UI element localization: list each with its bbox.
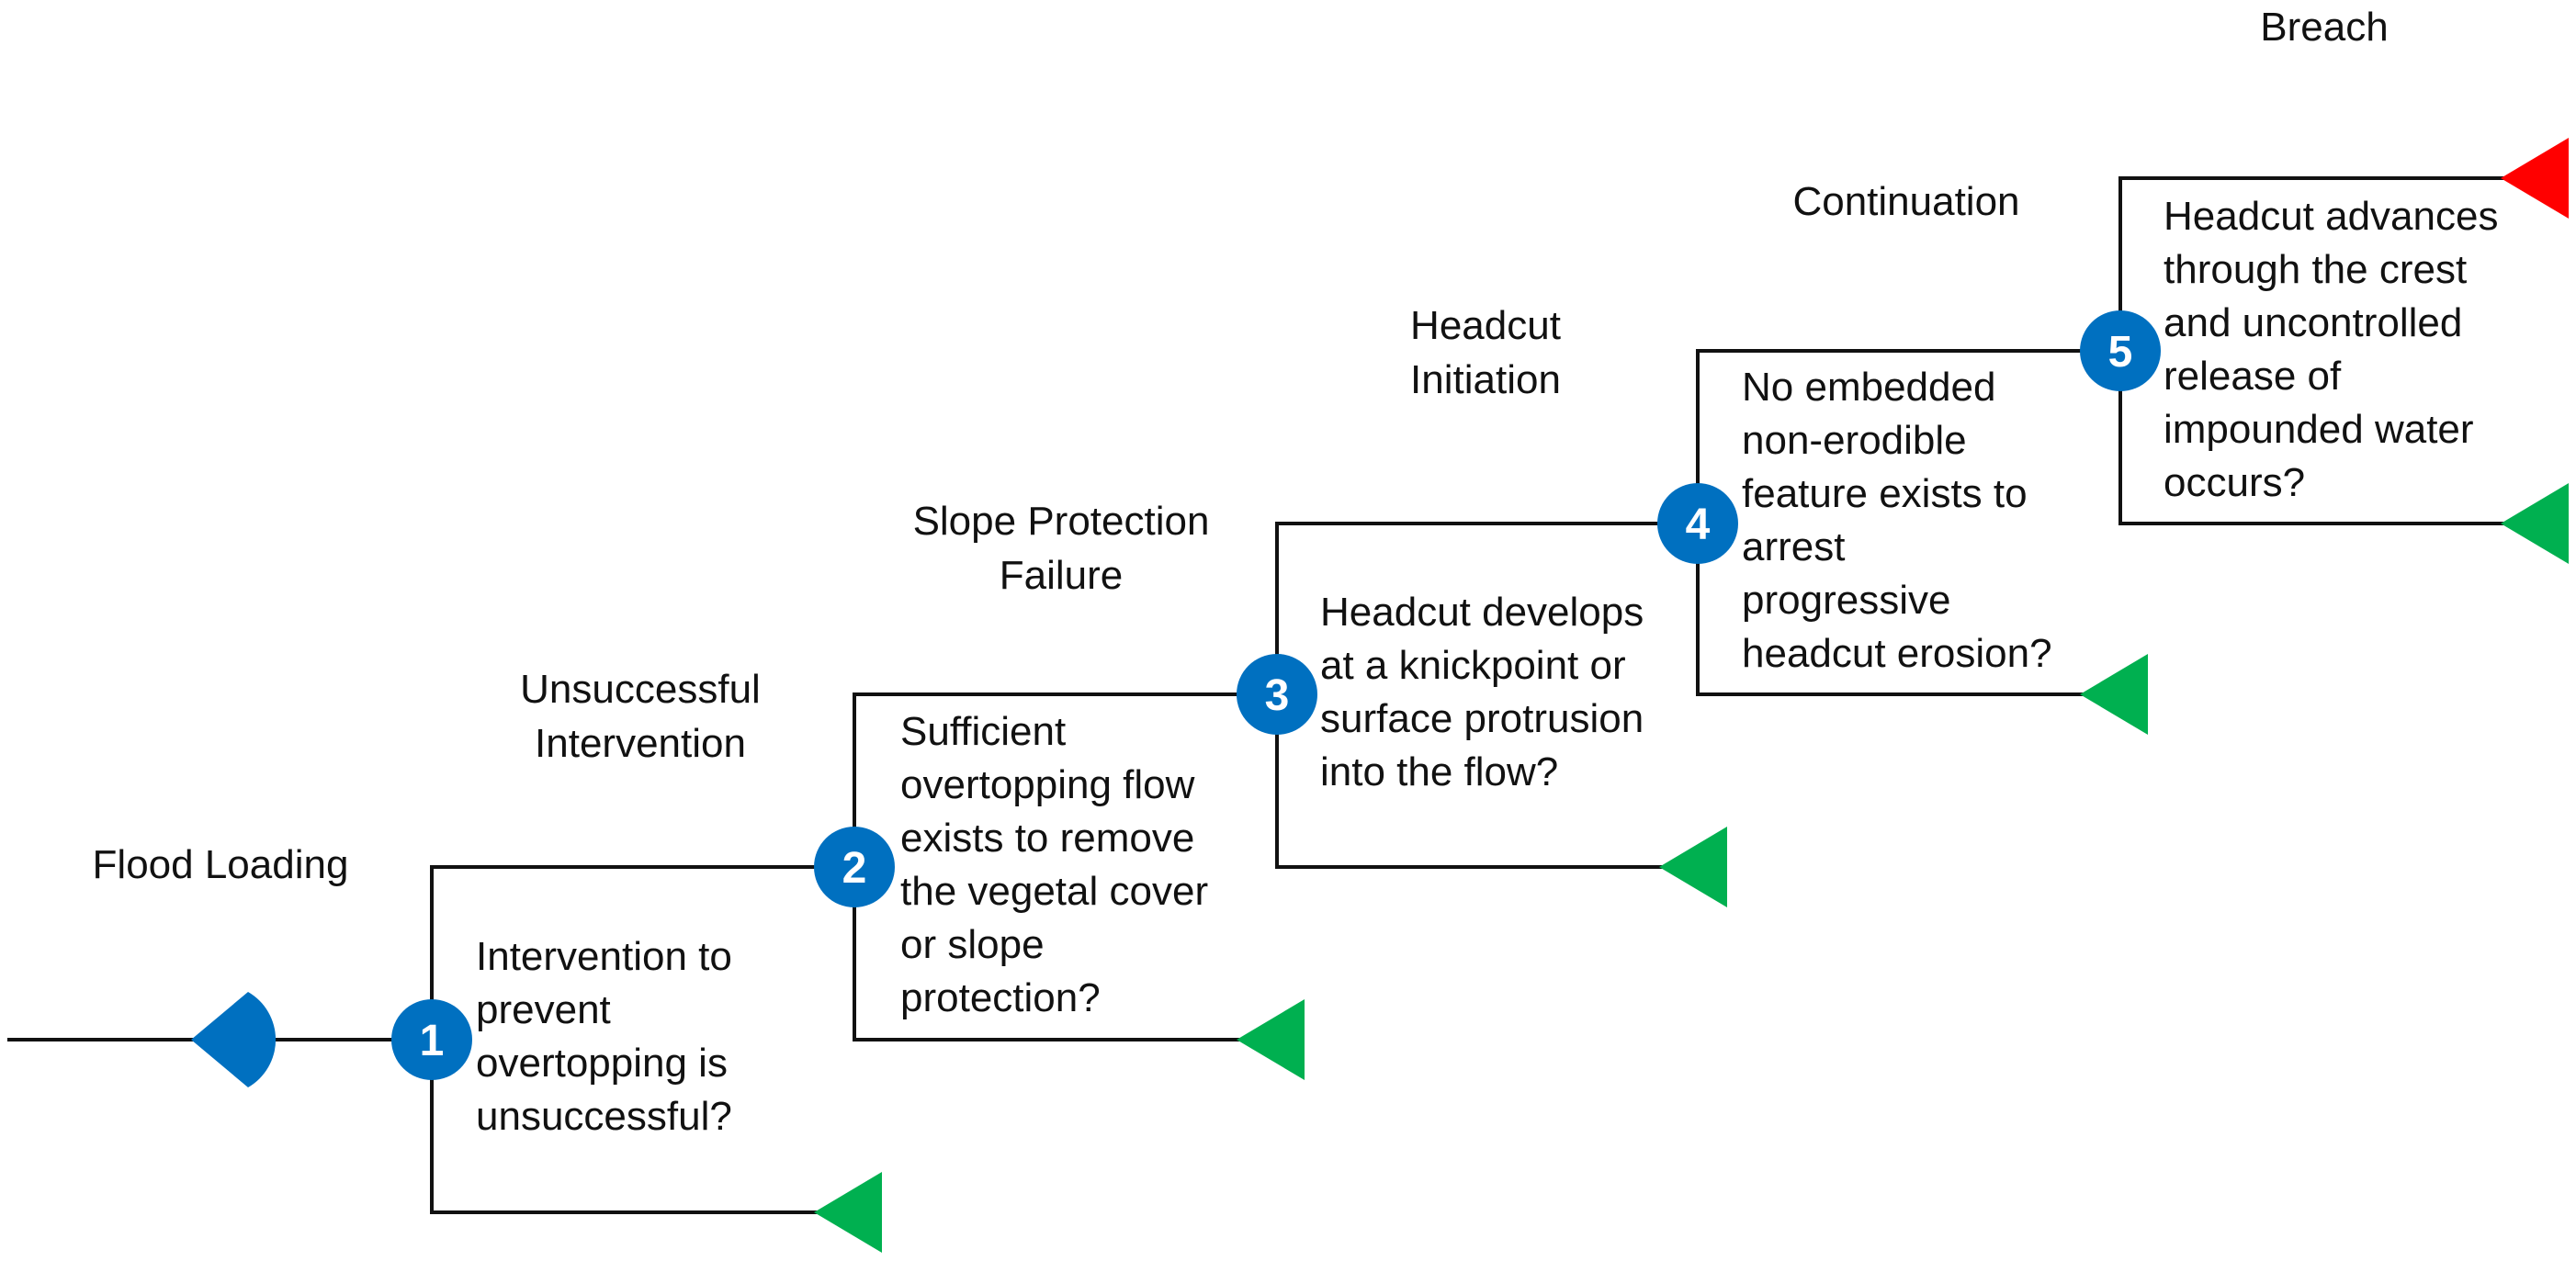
node-1-number: 1 — [420, 1017, 445, 1065]
success-end-icon-1 — [814, 1172, 882, 1253]
node-4-number: 4 — [1686, 501, 1711, 549]
success-end-icon-5 — [2501, 483, 2569, 564]
node-2-marker: 2 — [814, 827, 895, 907]
success-end-icon-2 — [1237, 999, 1305, 1080]
node-4-marker: 4 — [1657, 483, 1738, 564]
branch-2-up — [853, 692, 1277, 867]
branch-1-down — [430, 1040, 827, 1214]
node-5-number: 5 — [2108, 328, 2133, 377]
success-end-icon-3 — [1659, 827, 1727, 907]
node-2-number: 2 — [842, 844, 867, 893]
branch-2-down — [853, 867, 1249, 1041]
branch-3-up — [1275, 522, 1698, 694]
branch-4-down — [1696, 524, 2093, 696]
branch-5-down — [2118, 351, 2517, 525]
stage-label-continuation: Continuation — [1792, 179, 2020, 224]
initiating-event-icon — [191, 992, 277, 1087]
node-3-number: 3 — [1265, 671, 1290, 720]
node-3-marker: 3 — [1237, 654, 1317, 735]
success-end-icon-4 — [2080, 654, 2148, 735]
stage-label-flood-loading: Flood Loading — [92, 842, 349, 887]
branch-5-up — [2118, 176, 2517, 351]
stage-label-breach: Breach — [2260, 5, 2389, 50]
failure-end-icon-5 — [2501, 138, 2569, 219]
node-5-marker: 5 — [2080, 310, 2161, 391]
branch-3-down — [1275, 694, 1672, 869]
node-1-marker: 1 — [391, 999, 472, 1080]
branch-4-up — [1696, 349, 2120, 524]
branch-1-up — [430, 865, 854, 1040]
